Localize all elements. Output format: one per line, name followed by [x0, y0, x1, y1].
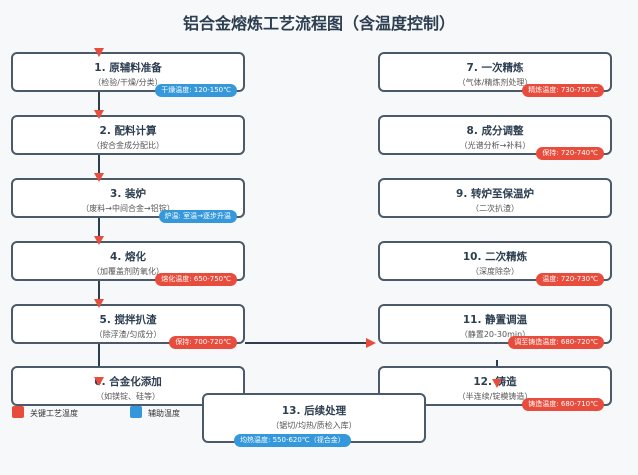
step-5-temp-badge: 保持: 700-720℃ — [169, 336, 237, 349]
legend-auxiliary-label: 辅助温度 — [148, 409, 180, 418]
legend-critical-swatch — [12, 406, 24, 418]
step-8-temp-badge: 保持: 720-740℃ — [536, 147, 604, 160]
step-13-name: 13. 后续处理 — [281, 405, 347, 417]
step-7-sub: （气体/精炼剂处理） — [457, 78, 533, 87]
step-5-sub: （除浮渣/匀成分） — [94, 330, 162, 339]
step-4-name: 4. 熔化 — [110, 251, 146, 263]
step-11-temp-badge: 调至铸造温度: 680-720℃ — [508, 336, 604, 349]
step-3-sub: （废料→中间合金→铝锭） — [81, 204, 175, 213]
step-7-name: 7. 一次精炼 — [466, 62, 524, 74]
step-7-temp-badge: 精炼温度: 730-750℃ — [522, 84, 604, 97]
step-11-sub: （静置20-30min） — [459, 330, 531, 339]
arrow-2-to-3 — [94, 173, 104, 182]
step-6-sub: （如镁锭、硅等） — [96, 392, 160, 401]
step-3-name: 3. 装炉 — [110, 188, 146, 200]
step-12-sub: （半连续/锭模铸造） — [457, 392, 533, 401]
step-13-sub: （锯切/均热/质检入库） — [271, 421, 357, 430]
step-10-box: 10. 二次精炼 （深度除杂） 温度: 720-730℃ — [378, 241, 612, 286]
step-1-sub: （检验/干燥/分类） — [93, 78, 163, 87]
arrow-5-to-6 — [94, 377, 104, 386]
legend-critical-label: 关键工艺温度 — [30, 409, 78, 418]
step-5-name: 5. 搅拌扒渣 — [99, 314, 157, 326]
step-3-temp-badge: 炉温: 室温→逐步升温 — [158, 210, 237, 223]
arrow-11-to-12 — [492, 379, 502, 388]
step-7-box: 7. 一次精炼 （气体/精炼剂处理） 精炼温度: 730-750℃ — [378, 52, 612, 97]
step-13-box: 13. 后续处理 （锯切/均热/质检入库） 均热温度: 550-620℃（视合金… — [202, 393, 426, 447]
step-13-temp-badge: 均热温度: 550-620℃（视合金） — [234, 434, 351, 447]
step-1-box: 1. 原辅料准备 （检验/干燥/分类） 干燥温度: 120-150℃ — [11, 52, 245, 97]
step-6-name: 6. 合金化添加 — [94, 376, 162, 388]
step-9-name: 9. 转炉至保温炉 — [456, 188, 534, 200]
arrow-5-to-11 — [366, 338, 376, 348]
step-2-name: 2. 配料计算 — [99, 125, 157, 137]
arrow-3-to-4 — [94, 236, 104, 245]
connector-left-column — [98, 56, 100, 394]
step-11-box: 11. 静置调温 （静置20-30min） 调至铸造温度: 680-720℃ — [378, 304, 612, 349]
arrow-1-to-2 — [94, 110, 104, 119]
connector-5-to-11 — [245, 342, 373, 344]
step-2-sub: （按合金成分配比） — [92, 141, 164, 150]
step-2-box: 2. 配料计算 （按合金成分配比） — [11, 115, 245, 155]
step-8-name: 8. 成分调整 — [466, 125, 524, 137]
legend-auxiliary-swatch — [130, 406, 142, 418]
step-10-temp-badge: 温度: 720-730℃ — [536, 273, 604, 286]
step-9-sub: （二次扒渣） — [471, 204, 519, 213]
arrow-into-step-1 — [94, 48, 104, 57]
step-11-name: 11. 静置调温 — [462, 314, 528, 326]
step-4-sub: （加覆盖剂防氧化） — [92, 267, 164, 276]
step-1-name: 1. 原辅料准备 — [94, 62, 162, 74]
step-8-sub: （光谱分析→补料） — [459, 141, 531, 150]
step-4-temp-badge: 熔化温度: 650-750℃ — [155, 273, 237, 286]
step-1-temp-badge: 干燥温度: 120-150℃ — [155, 84, 237, 97]
step-5-box: 5. 搅拌扒渣 （除浮渣/匀成分） 保持: 700-720℃ — [11, 304, 245, 349]
step-3-box: 3. 装炉 （废料→中间合金→铝锭） 炉温: 室温→逐步升温 — [11, 178, 245, 223]
step-9-box: 9. 转炉至保温炉 （二次扒渣） — [378, 178, 612, 218]
step-10-name: 10. 二次精炼 — [462, 251, 528, 263]
step-8-box: 8. 成分调整 （光谱分析→补料） 保持: 720-740℃ — [378, 115, 612, 160]
arrow-4-to-5 — [94, 299, 104, 308]
page-title: 铝合金熔炼工艺流程图（含温度控制） — [182, 14, 455, 33]
step-4-box: 4. 熔化 （加覆盖剂防氧化） 熔化温度: 650-750℃ — [11, 241, 245, 286]
step-12-temp-badge: 铸造温度: 680-710℃ — [522, 398, 604, 411]
step-10-sub: （深度除杂） — [471, 267, 519, 276]
